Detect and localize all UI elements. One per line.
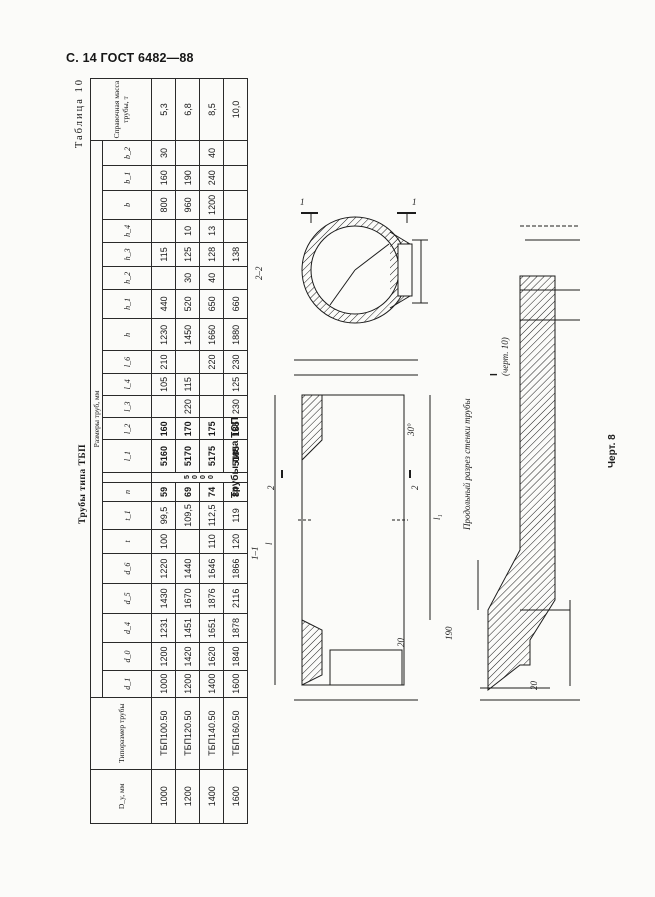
col-l3: l_3 <box>102 395 152 418</box>
col-mass: Справочная масса трубы, т <box>90 78 152 141</box>
col-d6: d_6 <box>102 553 152 584</box>
pipe-longitudinal-view <box>274 359 431 701</box>
col-dy: D_y, мм <box>90 769 152 824</box>
col-n: n <box>102 482 152 502</box>
col-b2: b_2 <box>102 140 152 166</box>
table-row: 1400 ТБП140.50 1400 1620 1651 1876 1646 … <box>199 78 224 824</box>
mark-1-right: 1 <box>412 197 417 207</box>
col-l1: l_1 <box>102 439 152 473</box>
mark-2-right: 2 <box>410 485 420 490</box>
col-h1: h_1 <box>102 289 152 319</box>
table-row: 1200 ТБП120.50 1200 1420 1451 1670 1440 … <box>175 78 200 824</box>
col-d0: d_0 <box>102 642 152 671</box>
table-row: 1000 ТБП100.50 1000 1200 1231 1430 1220 … <box>151 78 248 824</box>
angle-label: 30° <box>406 423 416 437</box>
detail-ref: (черт. 10) <box>500 337 510 376</box>
col-l <box>102 472 152 483</box>
cut-label: 2–2 <box>254 266 264 280</box>
l-value: 5000 <box>151 472 248 483</box>
col-d4: d_4 <box>102 613 152 643</box>
col-l4: l_4 <box>102 373 152 396</box>
col-size: Типоразмер трубы <box>90 697 152 770</box>
col-t: t <box>102 529 152 554</box>
wall-profile <box>477 225 580 701</box>
table-region: Таблица 10 Трубы типа ТБП D_y, мм Типора… <box>74 78 248 824</box>
dim-l1: l₁ <box>432 514 442 520</box>
dim-190: 190 <box>444 626 454 640</box>
table-number: Таблица 10 <box>74 78 85 149</box>
table-row: 1600 ТБП160.50 1600 1840 1878 2116 1866 … <box>223 78 248 824</box>
profile-caption: Продольный разрез стенки трубы <box>462 398 472 531</box>
col-l2: l_2 <box>102 417 152 440</box>
rotated-table: Таблица 10 Трубы типа ТБП D_y, мм Типора… <box>74 78 248 824</box>
spec-table: D_y, мм Типоразмер трубы Размеры труб, м… <box>90 78 248 824</box>
page-header: С. 14 ГОСТ 6482—88 <box>66 51 194 65</box>
col-b1: b_1 <box>102 165 152 191</box>
mark-1-left: 1 <box>300 197 305 207</box>
col-d5: d_5 <box>102 583 152 614</box>
dim-20-right: 20 <box>529 681 539 691</box>
col-b: b <box>102 190 152 220</box>
section-label: 1–1 <box>250 547 260 561</box>
figure-label: Черт. 8 <box>607 434 618 468</box>
cross-section-2-2 <box>301 212 428 324</box>
dim-20-left: 20 <box>396 638 406 648</box>
col-l6: l_6 <box>102 350 152 374</box>
col-group: Размеры труб, мм <box>90 140 103 698</box>
mark-2-left: 2 <box>266 485 276 490</box>
col-h: h <box>102 318 152 351</box>
col-h3: h_3 <box>102 242 152 267</box>
detail-label: I <box>489 373 500 376</box>
col-d1: d_1 <box>102 670 152 698</box>
col-h2: h_2 <box>102 266 152 290</box>
col-t1: t_1 <box>102 501 152 530</box>
table-title: Трубы типа ТБП <box>78 443 88 524</box>
col-h4: h_4 <box>102 219 152 243</box>
dim-l: l <box>264 542 274 545</box>
